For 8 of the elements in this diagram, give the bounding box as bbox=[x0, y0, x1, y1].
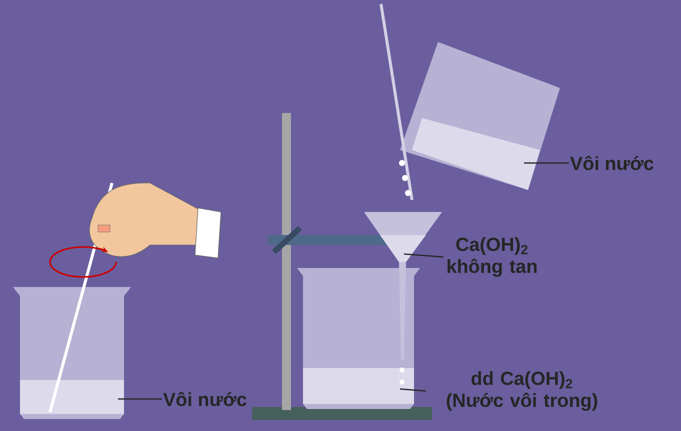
leader-line bbox=[524, 162, 569, 164]
leader-line bbox=[404, 253, 444, 258]
label-text: Vôi nước bbox=[163, 392, 246, 406]
leader-line bbox=[118, 398, 162, 400]
leader-line bbox=[400, 388, 426, 392]
label-text: Ca(OH)$_{2}$ không tan bbox=[448, 237, 537, 277]
label-text: dd Ca(OH)$_{2}$ (Nước vôi trong) bbox=[446, 371, 598, 411]
label-text: Vôi nước bbox=[570, 156, 654, 170]
